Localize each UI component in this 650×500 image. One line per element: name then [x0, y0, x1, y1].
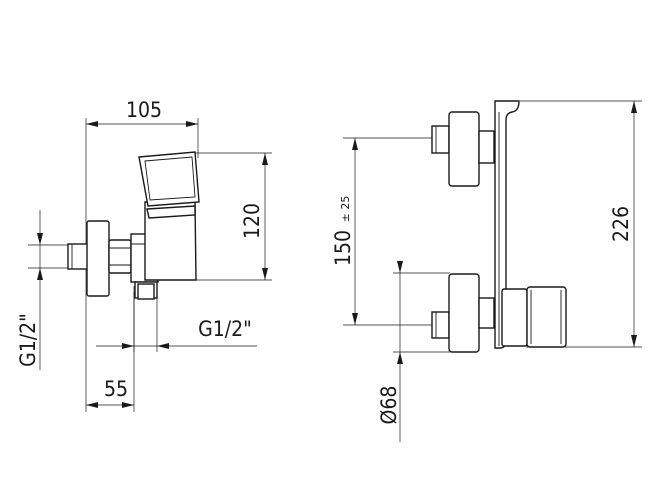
dim-offset-label: 55	[104, 377, 128, 401]
dim-total-height-label: 226	[609, 206, 633, 242]
dim-spacing-label: 150	[331, 230, 355, 266]
dim-diameter-label: Ø68	[377, 386, 401, 425]
side-view: 105 120 G1/2" G1/2" 55	[16, 98, 272, 412]
dim-thread-left-label: G1/2"	[16, 313, 40, 367]
dim-width-label: 105	[126, 98, 162, 122]
front-view: 150 ± 25 226 Ø68	[331, 100, 642, 442]
dim-thread-bottom-label: G1/2"	[198, 317, 252, 341]
dim-spacing-tolerance: ± 25	[339, 196, 352, 223]
dim-height-label: 120	[240, 203, 264, 239]
